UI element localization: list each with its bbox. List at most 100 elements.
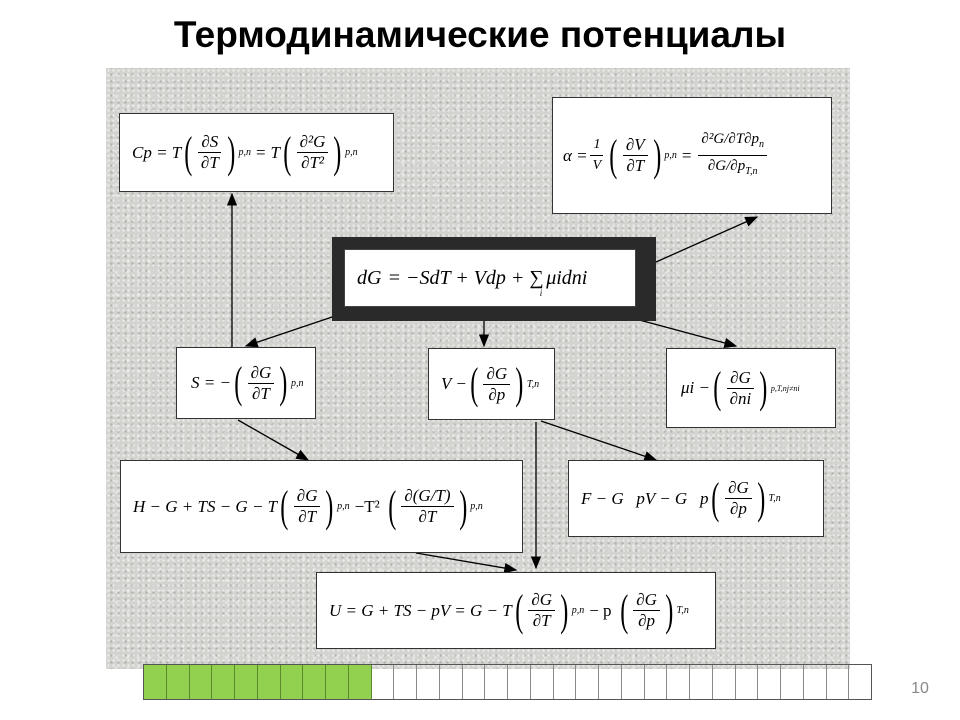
v-den: ∂p [488,384,506,404]
helmholtz-box: F − G pV − G p ( ∂G∂p )T,n [568,460,824,537]
progress-cell [554,665,577,699]
alpha-sub1: p,n [664,150,677,161]
progress-cell [394,665,417,699]
alpha-den0: V [592,158,602,173]
u-sub2: T,n [676,605,689,616]
u-den1: ∂T [532,611,551,630]
arrow-v-to-f [540,420,658,462]
progress-cell [781,665,804,699]
h-den2: ∂T [418,507,437,526]
h-sub2: p,n [470,501,483,512]
alpha-lhs: α = [563,145,588,165]
progress-cell [257,665,281,699]
cp-den2: ∂T² [301,153,325,172]
progress-cell [599,665,622,699]
u-den2: ∂p [638,611,655,630]
progress-cell [212,665,235,699]
progress-cell [372,665,395,699]
cp-den1: ∂T [200,153,219,172]
alpha-den2: ∂G/∂p [707,158,746,174]
progress-cell [690,665,713,699]
mu-den: ∂ni [729,388,752,408]
progress-cell [622,665,645,699]
alpha-num1: ∂V [622,135,648,156]
mu-sub: p,T,nj≠ni [770,383,800,393]
cp-num1: ∂S [198,132,222,153]
progress-cell [827,665,850,699]
u-sub1: p,n [571,605,585,616]
cp-mid: T [270,142,280,162]
cp-lhs: Cp = T [132,142,182,162]
heat-capacity-box: Cp = T ( ∂S∂T )p,n = T ( ∂²G∂T² )p,n [119,113,394,192]
progress-cell [463,665,486,699]
progress-cell [189,665,213,699]
cp-num2: ∂²G [296,132,329,153]
h-mid: −T² [354,496,380,516]
u-lhs: U = G + TS − pV = G − T [329,600,512,620]
progress-cell [667,665,690,699]
central-rhs: = −SdT + Vdp + ∑ [387,266,544,289]
u-num2: ∂G [633,590,660,611]
progress-cell [758,665,781,699]
h-lhs: H − G + TS − G − T [133,496,278,516]
progress-cell [485,665,508,699]
v-num: ∂G [483,364,511,385]
alpha-num2: ∂²G/∂T∂p [701,131,759,147]
h-sub1: p,n [337,501,350,512]
u-mid: − p [589,600,612,620]
alpha-sub3: T,n [745,166,758,177]
arrow-central-to-alpha [655,216,759,263]
cp-sub1: p,n [238,147,251,158]
f-num: ∂G [725,478,752,499]
progress-cell [849,665,871,699]
central-tail: μidni [546,266,588,289]
f-lhs: F − G pV − G p [581,488,709,508]
progress-cell [736,665,759,699]
mu-lhs: μi − [681,378,710,397]
alpha-den1: ∂T [626,156,645,175]
progress-cell [326,665,349,699]
slide-progress-bar [143,664,872,700]
arrow-s-to-h [237,419,310,461]
progress-cell [804,665,827,699]
enthalpy-box: H − G + TS − G − T ( ∂G∂T )p,n −T² ( ∂(G… [120,460,523,553]
progress-cell [713,665,736,699]
v-lhs: V − [441,374,467,393]
progress-cell [348,665,372,699]
internal-energy-box: U = G + TS − pV = G − T ( ∂G∂T )p,n − p … [316,572,716,649]
s-num: ∂G [247,363,275,384]
chemical-potential-box: μi − ( ∂G∂ni )p,T,nj≠ni [666,348,836,428]
f-sub: T,n [768,493,781,504]
page-number: 10 [911,680,929,697]
v-sub: T,n [526,378,540,390]
progress-cell [166,665,190,699]
volume-box: V − ( ∂G∂p )T,n [428,348,555,420]
s-den: ∂T [252,383,270,403]
arrow-h-to-u [415,552,518,574]
alpha-num0: 1 [590,135,604,156]
progress-cell [144,665,167,699]
h-num1: ∂G [293,486,321,507]
progress-cell [303,665,326,699]
h-den1: ∂T [298,507,317,526]
slide-title: Термодинамические потенциалы [173,14,787,55]
mu-num: ∂G [727,368,754,389]
progress-cell [440,665,463,699]
cp-eq: = [255,142,266,162]
alpha-eq: = [681,145,692,165]
progress-cell [531,665,554,699]
progress-cell [235,665,258,699]
f-den: ∂p [730,499,747,518]
alpha-sub2: n [759,139,764,150]
central-index: i [539,288,543,298]
progress-cell [417,665,440,699]
progress-cell [280,665,304,699]
progress-cell [645,665,668,699]
progress-cell [576,665,599,699]
entropy-box: S = − ( ∂G∂T )p,n [176,347,316,419]
central-lhs: dG [357,266,382,289]
s-lhs: S = − [191,373,231,392]
cp-sub2: p,n [345,147,358,158]
u-num1: ∂G [528,590,556,611]
